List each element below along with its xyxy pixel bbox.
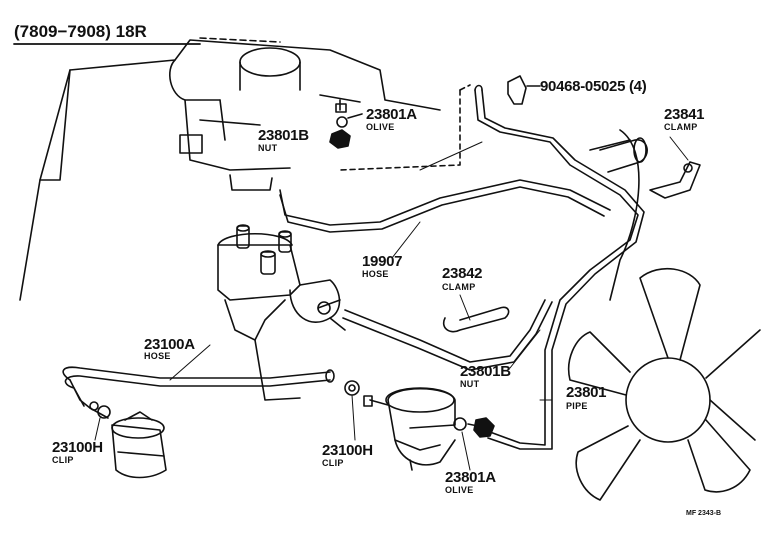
part-name-23801b-top: NUT [258,143,278,153]
leader-lines [94,85,689,471]
part-number-90468: 90468-05025 (4) [540,78,647,95]
fuel-filter [89,401,167,479]
part-name-23841: CLAMP [664,122,698,132]
dashed-bracket [339,84,471,171]
part-name-23100a: HOSE [144,351,171,361]
part-number-23100a: 23100A [144,336,195,353]
part-number-23801a-bottom: 23801A [445,469,496,486]
part-number-23842: 23842 [442,265,483,282]
hose-23100a [62,366,335,409]
part-name-23842: CLAMP [442,282,476,292]
diagram-title: (7809−7908) 18R [14,22,147,41]
part-name-23801b-bottom: NUT [460,379,480,389]
fuel-pipe [279,84,645,450]
part-name-23100h-left: CLIP [52,455,74,465]
distributor [217,224,346,341]
fuel-pump [363,387,456,471]
part-number-23801a-top: 23801A [366,106,417,123]
part-number-23100h-mid: 23100H [322,442,373,459]
carburetor-inlet [599,137,648,173]
part-name-23100h-mid: CLIP [322,458,344,468]
bolt-90468-05025 [507,75,541,105]
cooling-fan [568,267,761,501]
part-number-23801: 23801 [566,384,607,401]
nut-23801b-top [329,129,351,149]
part-number-23801b-bottom: 23801B [460,363,511,380]
clip-23100h-mid [344,380,360,396]
part-number-19907: 19907 [362,253,403,270]
header-underline [13,37,281,45]
part-number-23100h-left: 23100H [52,439,103,456]
diagram-reference: MF 2343-B [686,510,722,517]
part-name-23801: PIPE [566,401,588,411]
clamp-23842 [442,306,510,333]
clamp-23841 [649,161,701,199]
nut-23801b-bottom [473,417,495,438]
engine-block [19,39,640,401]
part-number-23801b-top: 23801B [258,127,309,144]
part-name-19907: HOSE [362,269,389,279]
part-name-23801a-bottom: OLIVE [445,485,474,495]
part-number-23841: 23841 [664,106,705,123]
part-name-23801a-top: OLIVE [366,122,395,132]
olive-23801a-top [335,103,363,128]
